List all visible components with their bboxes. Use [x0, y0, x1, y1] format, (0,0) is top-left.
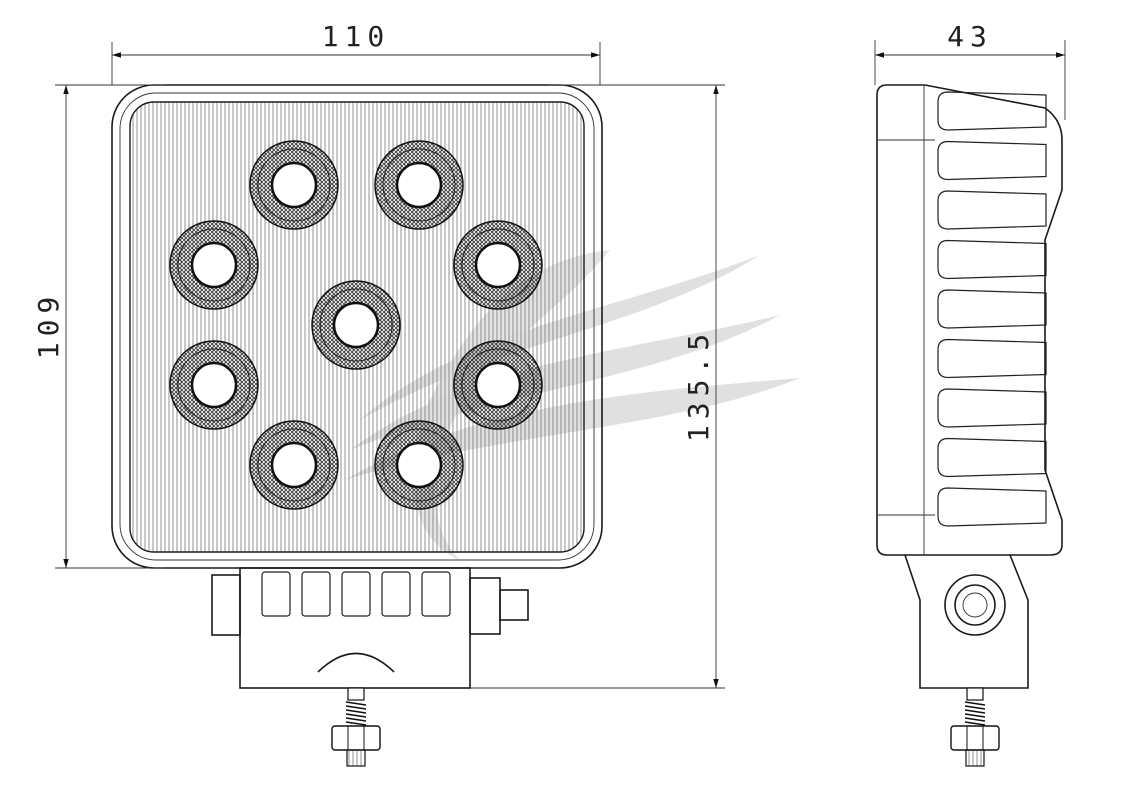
- fin: [937, 91, 1047, 131]
- led-lens: [169, 220, 259, 310]
- total-height-label: 135.5: [682, 328, 715, 442]
- fin: [937, 140, 1047, 181]
- bracket-fin: [301, 571, 331, 617]
- bracket-fin: [341, 571, 371, 617]
- led-array: [169, 140, 543, 510]
- led-lens: [374, 140, 464, 230]
- dimension-height: 109: [32, 84, 165, 569]
- bracket-fin: [421, 571, 451, 617]
- fin: [937, 338, 1047, 379]
- led-lens: [374, 420, 464, 510]
- led-lens: [169, 340, 259, 430]
- fin: [937, 388, 1047, 428]
- front-view: [111, 84, 603, 767]
- bracket-fin: [261, 571, 291, 617]
- led-lens: [249, 420, 339, 510]
- fin: [937, 289, 1047, 329]
- fin: [937, 437, 1047, 478]
- fin: [937, 487, 1047, 527]
- depth-label: 43: [947, 20, 993, 53]
- mount-bolt: [331, 687, 381, 767]
- led-lens: [453, 340, 543, 430]
- led-lens: [249, 140, 339, 230]
- height-label: 109: [32, 291, 65, 360]
- mount-bracket: [211, 567, 529, 689]
- dimension-width: 110: [111, 20, 601, 85]
- fin: [937, 190, 1047, 230]
- dimension-total-height: 135.5: [470, 84, 725, 689]
- led-lens: [311, 280, 401, 370]
- dimension-depth: 43: [874, 20, 1066, 120]
- led-lens: [453, 220, 543, 310]
- heat-sink-fins: [937, 91, 1047, 527]
- bracket-fin: [381, 571, 411, 617]
- mount-bolt: [950, 687, 1000, 767]
- side-view: [876, 84, 1063, 767]
- width-label: 110: [322, 20, 391, 53]
- fin: [937, 239, 1047, 280]
